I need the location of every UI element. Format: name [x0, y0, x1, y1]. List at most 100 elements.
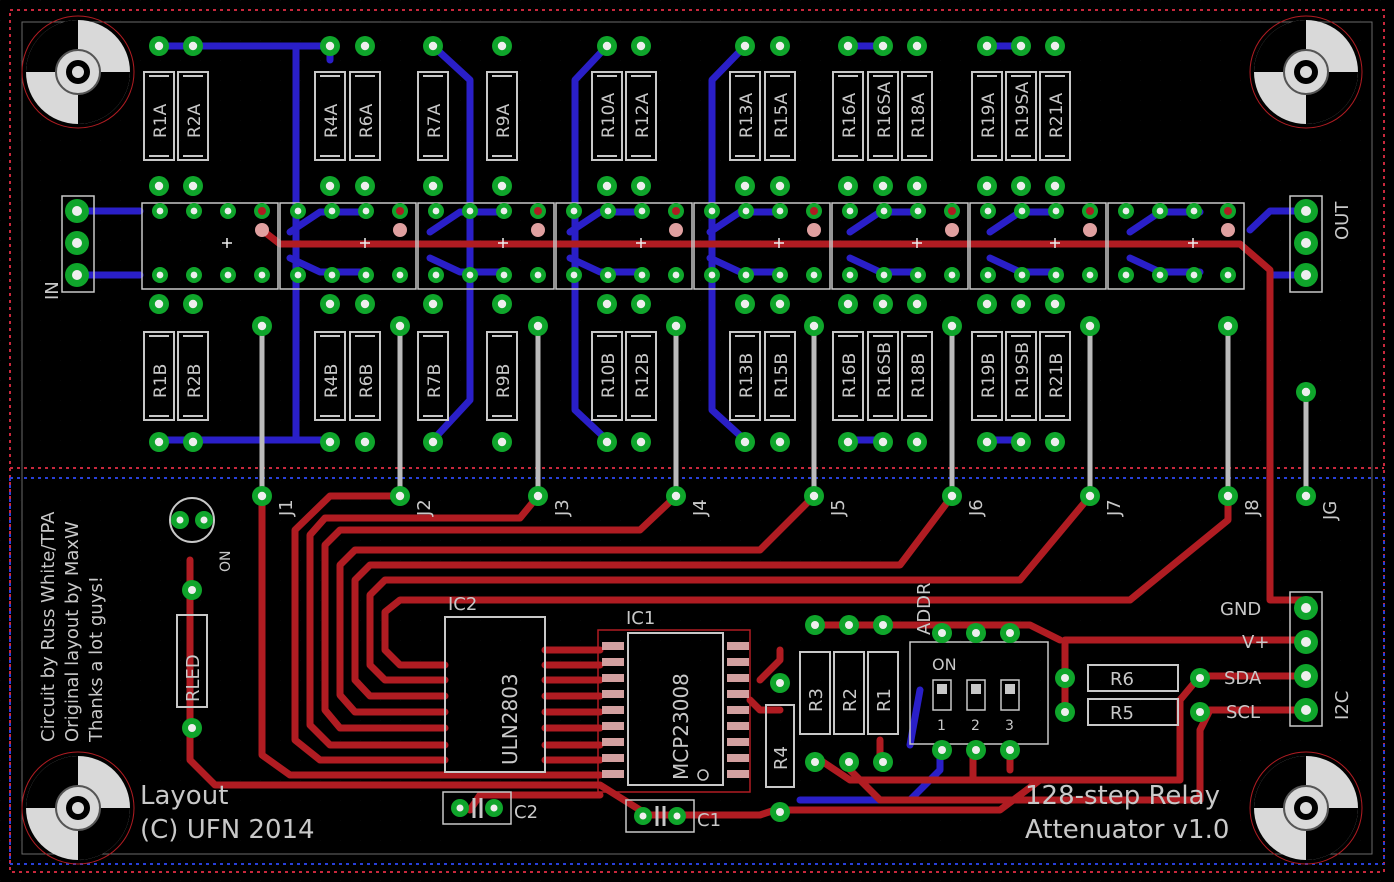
- resistor-r21b[interactable]: R21B: [1039, 294, 1071, 452]
- mounting-hole: [21, 751, 135, 865]
- resistor-label: R21B: [1047, 353, 1067, 398]
- jumper-label: J4: [690, 499, 711, 517]
- resistor-label: R16A: [840, 93, 860, 138]
- resistor-r21a[interactable]: R21A: [1039, 36, 1071, 196]
- title-line-1: 128-step Relay: [1025, 781, 1220, 811]
- credits-line-3: Thanks a lot guys!: [86, 576, 107, 743]
- resistor-label: R13B: [737, 353, 757, 398]
- ic1-mcp23008[interactable]: IC1 MCP23008: [597, 608, 751, 793]
- resistor-r13a[interactable]: R13A: [729, 36, 761, 196]
- resistor-r16sb[interactable]: R16SB: [867, 294, 899, 452]
- ic2-uln2803[interactable]: IC2 ULN2803: [444, 594, 546, 773]
- dip-2-label: 2: [971, 718, 980, 734]
- resistor-r10b[interactable]: R10B: [591, 294, 623, 452]
- out-connector[interactable]: OUT: [1289, 195, 1353, 293]
- jumper-jg[interactable]: JG: [1296, 382, 1341, 521]
- led-on-label: ON: [218, 551, 234, 573]
- resistor-label: R6A: [357, 103, 377, 138]
- rled-resistor[interactable]: RLED: [176, 580, 208, 738]
- jumper-j1[interactable]: J1: [252, 316, 297, 517]
- resistor-r2a[interactable]: R2A: [177, 36, 209, 196]
- resistor-r16b[interactable]: R16B: [832, 294, 864, 452]
- jumper-j7[interactable]: J7: [1080, 316, 1125, 517]
- scl-label: SCL: [1226, 702, 1260, 723]
- layout-line-1: Layout: [140, 781, 228, 811]
- status-led[interactable]: ON: [169, 497, 234, 573]
- resistor-label: R9B: [494, 364, 514, 398]
- pullup-resistors[interactable]: R3 R2 R1: [799, 615, 899, 772]
- resistor-label: R19B: [979, 353, 999, 398]
- ic2-part: ULN2803: [498, 673, 522, 765]
- resistor-r19sb[interactable]: R19SB: [1005, 294, 1037, 452]
- jumper-j4[interactable]: J4: [666, 316, 711, 517]
- resistor-r18a[interactable]: R18A: [901, 36, 933, 196]
- i2c-pullups[interactable]: R6 R5: [1055, 664, 1210, 726]
- jumper-label: J1: [276, 499, 297, 517]
- resistor-label: R12A: [633, 93, 653, 138]
- resistor-r4b[interactable]: R4B: [314, 294, 346, 452]
- r4-resistor[interactable]: R4: [765, 673, 795, 822]
- credits-block: Circuit by Russ White/TPA Original layou…: [38, 511, 107, 743]
- resistor-r1a[interactable]: R1A: [143, 36, 175, 196]
- resistor-r15b[interactable]: R15B: [764, 294, 796, 452]
- resistor-r2b[interactable]: R2B: [177, 294, 209, 452]
- jumper-j8[interactable]: J8: [1218, 316, 1263, 517]
- resistor-r9a[interactable]: R9A: [486, 36, 518, 196]
- resistor-label: R19SA: [1013, 81, 1033, 138]
- resistor-r1b[interactable]: R1B: [143, 294, 175, 452]
- capacitor-c1[interactable]: C1: [625, 799, 721, 833]
- resistor-r16sa[interactable]: R16SA: [867, 36, 899, 196]
- resistor-label: R7B: [425, 364, 445, 398]
- in-connector[interactable]: IN: [42, 195, 95, 300]
- credits-line-1: Circuit by Russ White/TPA: [38, 511, 59, 742]
- resistor-r4a[interactable]: R4A: [314, 36, 346, 196]
- resistor-r10a[interactable]: R10A: [591, 36, 623, 196]
- jumper-label: J8: [1242, 499, 1263, 517]
- in-label: IN: [42, 281, 63, 300]
- resistor-r19b[interactable]: R19B: [971, 294, 1003, 452]
- jumper-j6[interactable]: J6: [942, 316, 987, 517]
- r3-label: R3: [806, 688, 827, 712]
- jumper-j5[interactable]: J5: [804, 316, 849, 517]
- board-outline: [9, 9, 1385, 873]
- addr-dip-switch[interactable]: ON 1 2 3 ADDR: [909, 582, 1049, 760]
- title-line-2: Attenuator v1.0: [1025, 815, 1229, 845]
- dip-on-label: ON: [932, 655, 957, 674]
- resistor-r18b[interactable]: R18B: [901, 294, 933, 452]
- resistor-label: R18B: [909, 353, 929, 398]
- resistor-r16a[interactable]: R16A: [832, 36, 864, 196]
- resistor-r15a[interactable]: R15A: [764, 36, 796, 196]
- jumper-label: J2: [414, 499, 435, 517]
- resistor-r6a[interactable]: R6A: [349, 36, 381, 196]
- resistor-r13b[interactable]: R13B: [729, 294, 761, 452]
- jumper-j2[interactable]: J2: [390, 316, 435, 517]
- credits-line-2: Original layout by MaxW: [62, 521, 83, 742]
- relay-footprint: [141, 202, 279, 290]
- rled-label: RLED: [183, 654, 204, 702]
- resistor-label: R13A: [737, 93, 757, 138]
- jumper-j3[interactable]: J3: [528, 316, 573, 517]
- resistor-r7b[interactable]: R7B: [417, 294, 449, 452]
- relay-footprint: [693, 202, 831, 290]
- layout-line-2: (C) UFN 2014: [140, 815, 315, 845]
- i2c-header[interactable]: GND V+ SDA SCL I2C: [1220, 591, 1353, 727]
- mounting-hole: [1249, 15, 1363, 129]
- resistor-label: R1A: [151, 103, 171, 138]
- resistor-r7a[interactable]: R7A: [417, 36, 449, 196]
- resistor-r12a[interactable]: R12A: [625, 36, 657, 196]
- resistor-label: R10A: [599, 93, 619, 138]
- resistor-label: R6B: [357, 364, 377, 398]
- resistor-r6b[interactable]: R6B: [349, 294, 381, 452]
- resistor-r12b[interactable]: R12B: [625, 294, 657, 452]
- resistor-r19sa[interactable]: R19SA: [1005, 36, 1037, 196]
- resistor-r19a[interactable]: R19A: [971, 36, 1003, 196]
- r5-label: R5: [1110, 703, 1134, 724]
- resistor-label: R9A: [494, 103, 514, 138]
- relay-footprint: [555, 202, 693, 290]
- dip-1-label: 1: [937, 718, 946, 734]
- resistor-r9b[interactable]: R9B: [486, 294, 518, 452]
- capacitor-c2[interactable]: C2: [442, 791, 538, 825]
- addr-label: ADDR: [914, 582, 935, 635]
- out-label: OUT: [1332, 201, 1353, 240]
